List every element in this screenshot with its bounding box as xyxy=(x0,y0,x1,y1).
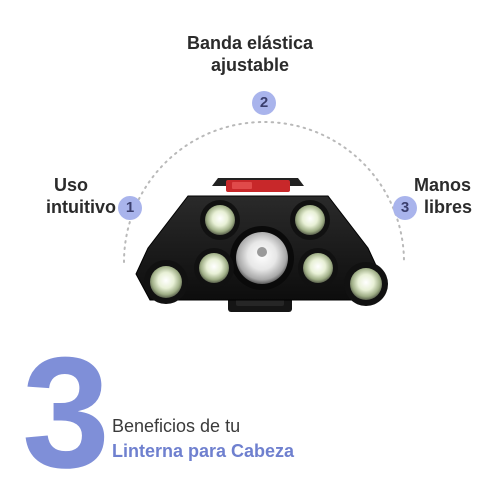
feature-left-line2: intuitivo xyxy=(46,197,116,217)
feature-left-badge: 1 xyxy=(118,196,142,220)
footer-line1: Beneficios de tu xyxy=(112,416,241,436)
headlamp-image xyxy=(135,178,388,312)
big-number: 3 xyxy=(22,325,110,501)
feature-top-line1: Banda elástica xyxy=(186,33,314,53)
feature-right-badge: 3 xyxy=(393,196,417,220)
feature-left-label: Uso intuitivo xyxy=(28,174,128,218)
feature-top-line2: ajustable xyxy=(210,55,290,75)
feature-top-badge: 2 xyxy=(252,91,276,115)
footer-line2: Linterna para Cabeza xyxy=(112,441,295,461)
feature-left-line1: Uso xyxy=(53,175,88,195)
feature-right-line2: libres xyxy=(424,197,473,217)
feature-right-line1: Manos xyxy=(414,175,472,195)
feature-right-label: Manos libres xyxy=(414,174,484,218)
feature-top-label: Banda elástica ajustable xyxy=(150,32,350,76)
